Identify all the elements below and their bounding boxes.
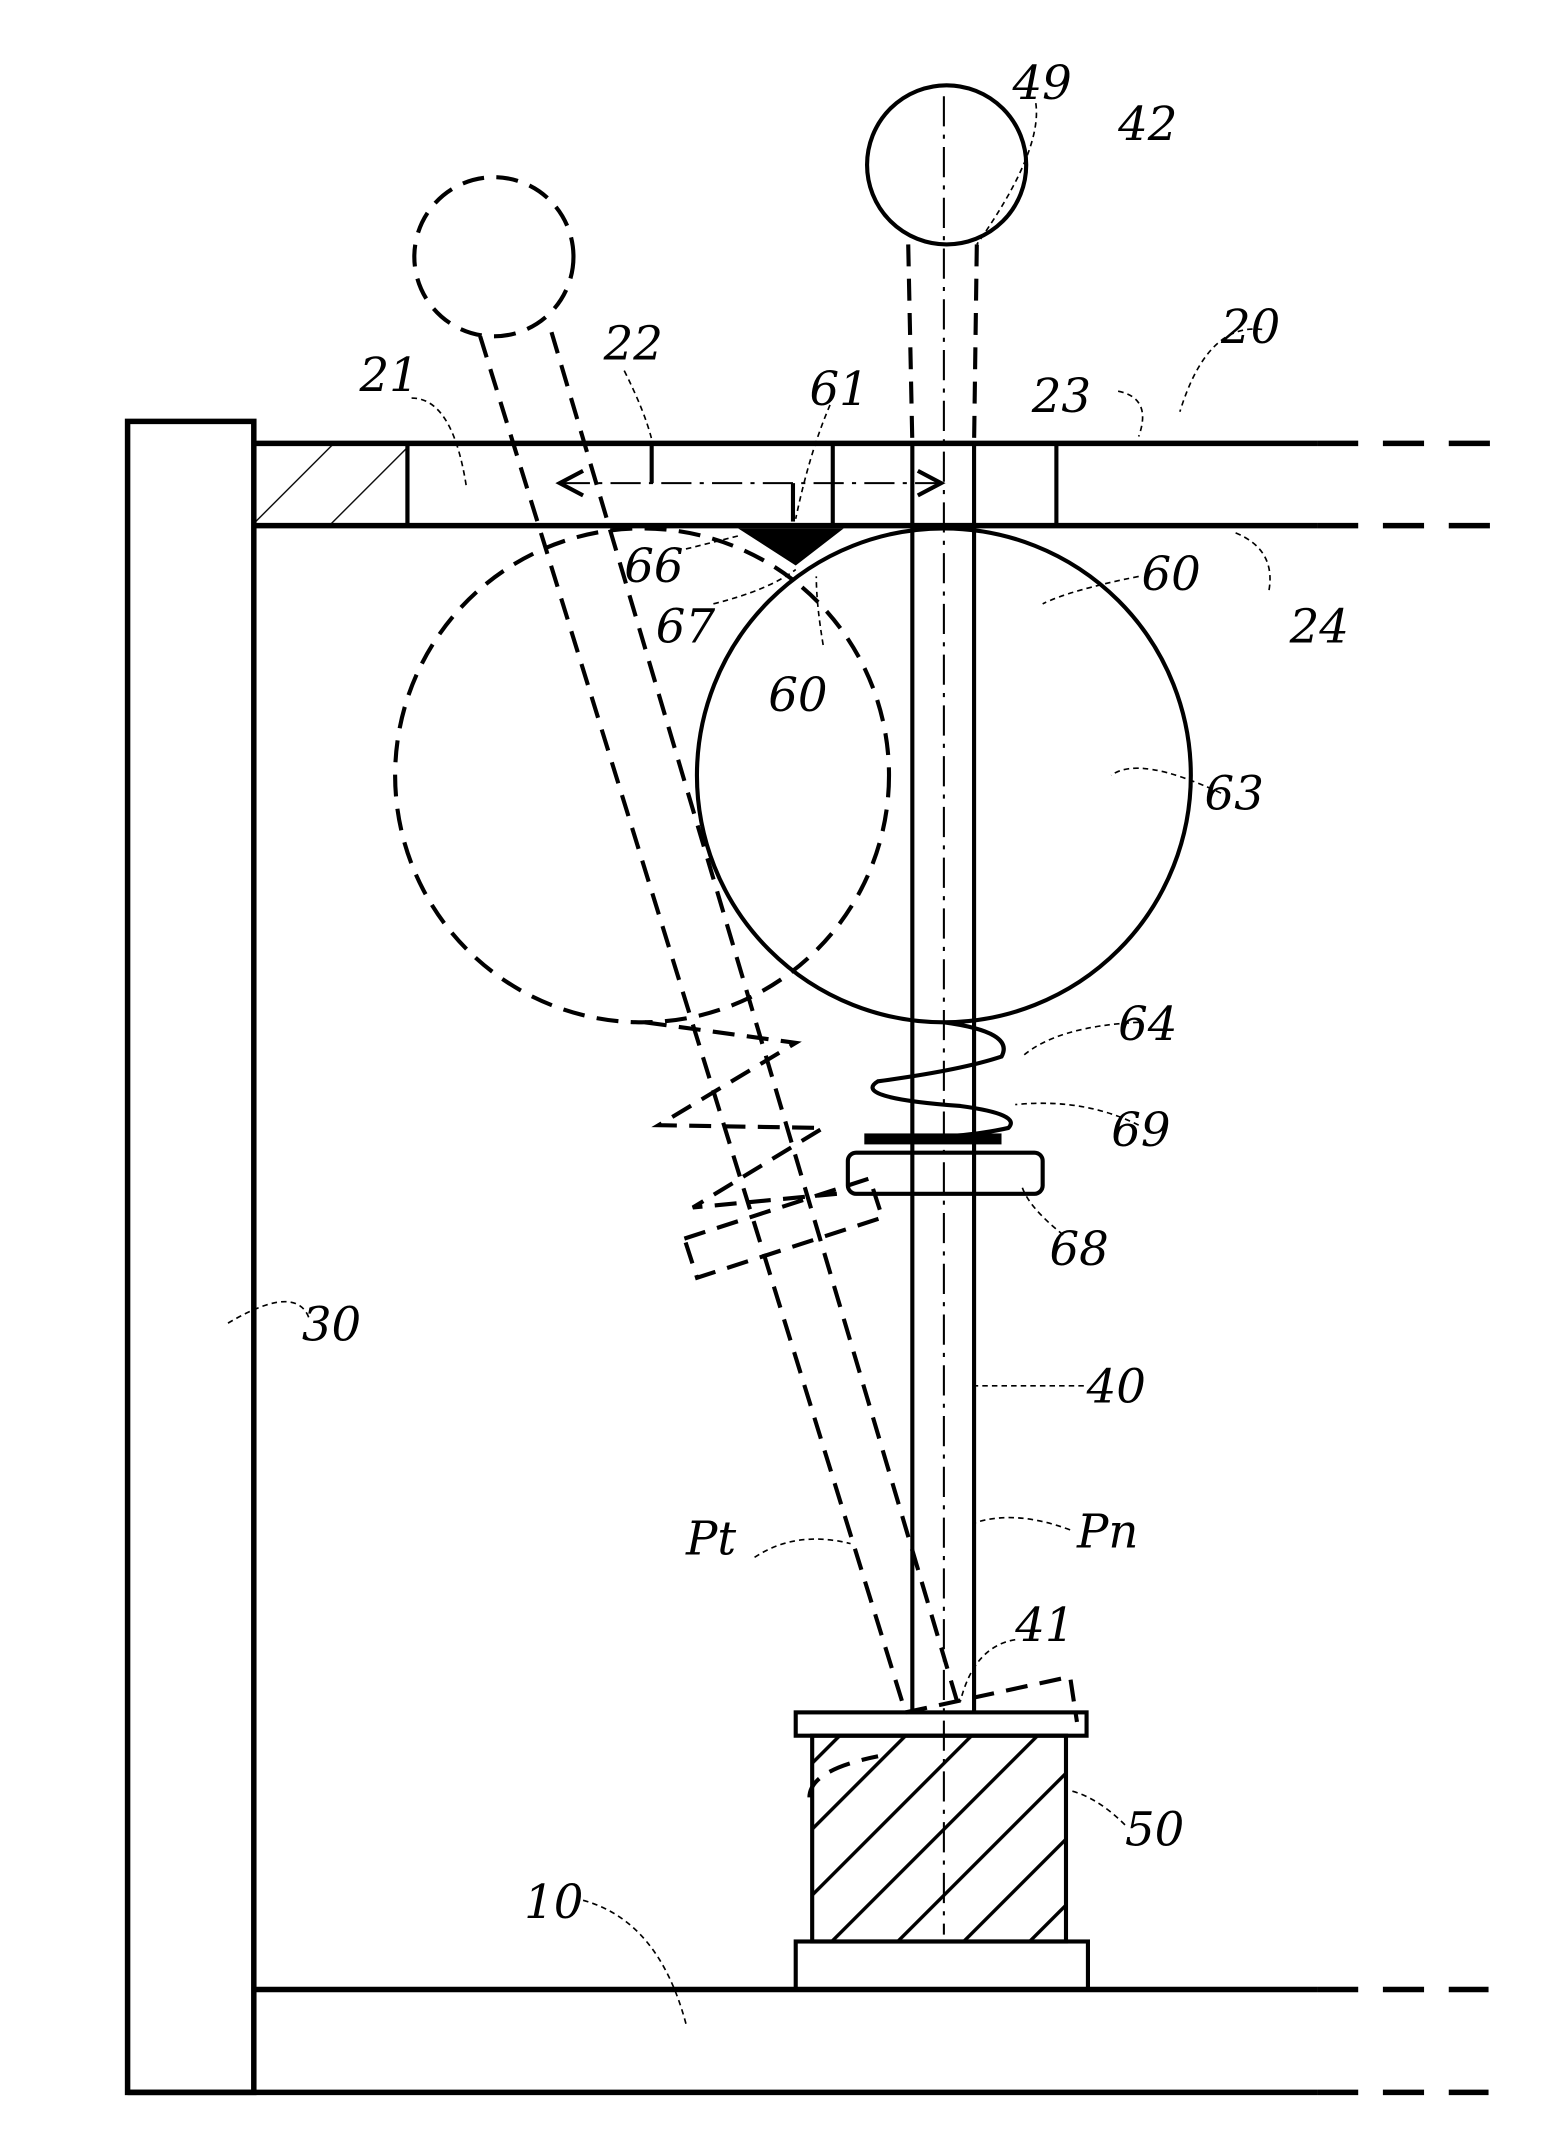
knob-49 (865, 83, 1029, 247)
label-23: 23 (1031, 369, 1091, 423)
label-61: 61 (809, 362, 868, 416)
label-50: 50 (1125, 1802, 1184, 1856)
label-69: 69 (1111, 1103, 1170, 1157)
label-66: 66 (624, 539, 683, 593)
top-plate-20 (251, 440, 1503, 529)
label-pt: Pt (685, 1512, 736, 1566)
label-21: 21 (358, 348, 418, 402)
travel-arrow-22 (555, 443, 946, 522)
label-49: 49 (1011, 56, 1071, 110)
disk-tilted (681, 1175, 885, 1281)
label-68: 68 (1050, 1222, 1109, 1276)
actuator-block-50 (793, 1674, 1090, 1992)
label-30: 30 (302, 1298, 361, 1352)
label-20: 20 (1220, 300, 1280, 354)
label-41: 41 (1014, 1598, 1074, 1652)
label-10: 10 (524, 1875, 583, 1929)
side-wall-30 (124, 418, 257, 2096)
rod-40 (906, 244, 979, 1713)
base-plate-10 (127, 1986, 1489, 2096)
label-pn: Pn (1076, 1505, 1138, 1559)
label-67: 67 (656, 599, 716, 653)
contact-point-66 (738, 528, 844, 566)
label-64: 64 (1118, 997, 1177, 1051)
label-63: 63 (1205, 767, 1264, 821)
label-60-bottom: 60 (768, 668, 827, 722)
label-42: 42 (1117, 97, 1177, 151)
label-24: 24 (1289, 599, 1349, 653)
leader-lines (225, 102, 1271, 2025)
label-40: 40 (1086, 1359, 1146, 1413)
disk-68 (845, 1150, 1045, 1196)
knob-tilted (412, 175, 576, 339)
spring-tilted (644, 1020, 838, 1210)
spring-64 (870, 1020, 1013, 1141)
washer-69 (864, 1133, 1002, 1145)
label-60-top: 60 (1141, 547, 1200, 601)
label-22: 22 (603, 317, 663, 371)
ball-tilted (393, 526, 892, 1025)
